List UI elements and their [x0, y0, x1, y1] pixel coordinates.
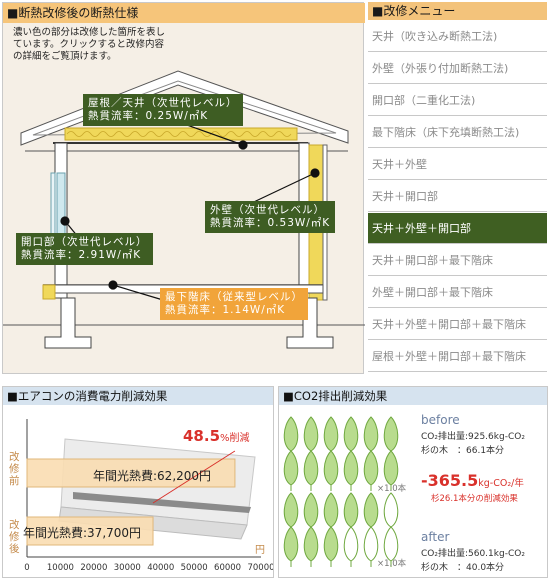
- reduction-indicator-line: [152, 450, 236, 504]
- floor-spec-label[interactable]: 最下階床（従来型レベル） 熱貫流率：1.14W/㎡K: [160, 288, 308, 320]
- diagram-note: 濃い色の部分は改修した箇所を表しています。クリックすると改修内容の詳細をご覧頂け…: [13, 27, 166, 62]
- opening-spec-value: 熱貫流率：2.91W/㎡K: [21, 249, 142, 261]
- tree-icon: [323, 526, 339, 567]
- aircon-bar-chart: 0 10000 20000 30000 40000 50000 60000 70000 円: [24, 419, 273, 573]
- tree-icon: [283, 526, 299, 567]
- before-title: before: [421, 413, 460, 427]
- after-title: after: [421, 530, 450, 544]
- co2-panel: ■CO2排出削減効果 ×1.0本 ×1.0本 before CO₂排出量:925…: [278, 386, 548, 578]
- co2-reduction-value: -365.5: [421, 471, 479, 490]
- tree-icon: [343, 450, 359, 491]
- floor-spec-name: 最下階床（従来型レベル）: [165, 291, 303, 303]
- tree-icon: [383, 450, 399, 491]
- menu-item-5[interactable]: 天井＋外壁: [368, 149, 547, 180]
- co2-reduction: -365.5kg-CO₂/年: [421, 471, 524, 490]
- tree-illustration: [283, 416, 399, 567]
- co2-reduction-trees: 杉26.1本分の削減効果: [431, 494, 518, 504]
- wall-spec-label[interactable]: 外壁（次世代レベル） 熱貫流率：0.53W/㎡K: [205, 201, 336, 233]
- tree-outline-icon: [383, 526, 399, 567]
- after-emission: CO₂排出量:560.1kg-CO₂: [421, 549, 525, 559]
- menu-item-4[interactable]: 最下階床（床下充填断熱工法): [368, 117, 547, 148]
- before-trees: 杉の木 ：66.1本分: [421, 446, 505, 456]
- x-tick-label: 10000: [47, 563, 74, 573]
- before-emission: CO₂排出量:925.6kg-CO₂: [421, 432, 525, 442]
- tree-icon: [323, 450, 339, 491]
- x-tick-label: 40000: [147, 563, 174, 573]
- wall-spec-value: 熱貫流率：0.53W/㎡K: [210, 217, 331, 229]
- aircon-reduction: 48.5%削減: [183, 427, 250, 445]
- aircon-title: ■エアコンの消費電力削減効果: [3, 387, 273, 405]
- tree-outline-icon: [363, 526, 379, 567]
- roof-spec-label[interactable]: 屋根／天井（次世代レベル） 熱貫流率：0.25W/㎡K: [83, 94, 243, 126]
- co2-reduction-unit: kg-CO₂/年: [478, 478, 524, 489]
- x-tick-label: 0: [24, 563, 29, 573]
- diagram-title: ■断熱改修後の断熱仕様: [3, 3, 365, 23]
- tree-icon: [283, 450, 299, 491]
- tree-icon: [303, 526, 319, 567]
- menu-item-7[interactable]: 天井＋外壁＋開口部: [368, 213, 547, 244]
- tree-scale-after: ×1.0本: [377, 559, 407, 569]
- tree-icon: [363, 450, 379, 491]
- x-tick-label: 30000: [114, 563, 141, 573]
- x-tick-label: 20000: [80, 563, 107, 573]
- after-label: 改修後: [9, 519, 20, 555]
- roof-spec-value: 熱貫流率：0.25W/㎡K: [88, 110, 209, 122]
- house-cross-section: [3, 70, 365, 349]
- tree-icon: [303, 450, 319, 491]
- before-label: 改修前: [9, 451, 20, 487]
- aircon-reduction-suffix: %削減: [220, 433, 250, 444]
- wall-spec-name: 外壁（次世代レベル）: [210, 204, 325, 216]
- after-trees: 杉の木 ：40.0本分: [421, 563, 505, 573]
- before-bar-text: 年間光熱費:62,200円: [93, 469, 212, 483]
- co2-title: ■CO2排出削減効果: [279, 387, 547, 405]
- insulation-diagram-panel: ■断熱改修後の断熱仕様 濃い色の部分は改修した箇所を表しています。クリックすると…: [2, 2, 365, 374]
- aircon-reduction-value: 48.5: [183, 427, 221, 445]
- menu-item-10[interactable]: 天井＋外壁＋開口部＋最下階床: [368, 309, 547, 340]
- opening-spec-name: 開口部（次世代レベル）: [21, 236, 148, 248]
- ceiling-insulation[interactable]: [64, 127, 298, 141]
- x-tick-label: 50000: [181, 563, 208, 573]
- aircon-unit: 円: [255, 545, 265, 556]
- menu-item-6[interactable]: 天井＋開口部: [368, 181, 547, 212]
- x-tick-label: 70000: [247, 563, 273, 573]
- roof-spec-name: 屋根／天井（次世代レベル）: [88, 97, 238, 109]
- menu-item-9[interactable]: 外壁＋開口部＋最下階床: [368, 277, 547, 308]
- menu-item-8[interactable]: 天井＋開口部＋最下階床: [368, 245, 547, 276]
- aircon-panel: ■エアコンの消費電力削減効果 48.5%削減 改修前 改修後 0 10000 200…: [2, 386, 274, 578]
- floor-insulation[interactable]: [42, 284, 56, 300]
- menu-item-1[interactable]: 天井（吹き込み断熱工法): [368, 21, 547, 52]
- after-bar-text: 年間光熱費:37,700円: [23, 526, 142, 540]
- bar-after: [26, 516, 154, 546]
- menu-item-3[interactable]: 開口部（二重化工法): [368, 85, 547, 116]
- tree-outline-icon: [343, 526, 359, 567]
- menu-item-11[interactable]: 屋根＋外壁＋開口部＋最下階床: [368, 341, 547, 372]
- menu-item-2[interactable]: 外壁（外張り付加断熱工法): [368, 53, 547, 84]
- floor-spec-value: 熱貫流率：1.14W/㎡K: [165, 304, 286, 316]
- x-tick-label: 60000: [214, 563, 241, 573]
- menu-title: ■改修メニュー: [368, 2, 547, 20]
- opening-spec-label[interactable]: 開口部（次世代レベル） 熱貫流率：2.91W/㎡K: [16, 233, 153, 265]
- tree-scale-before: ×1.0本: [377, 484, 407, 494]
